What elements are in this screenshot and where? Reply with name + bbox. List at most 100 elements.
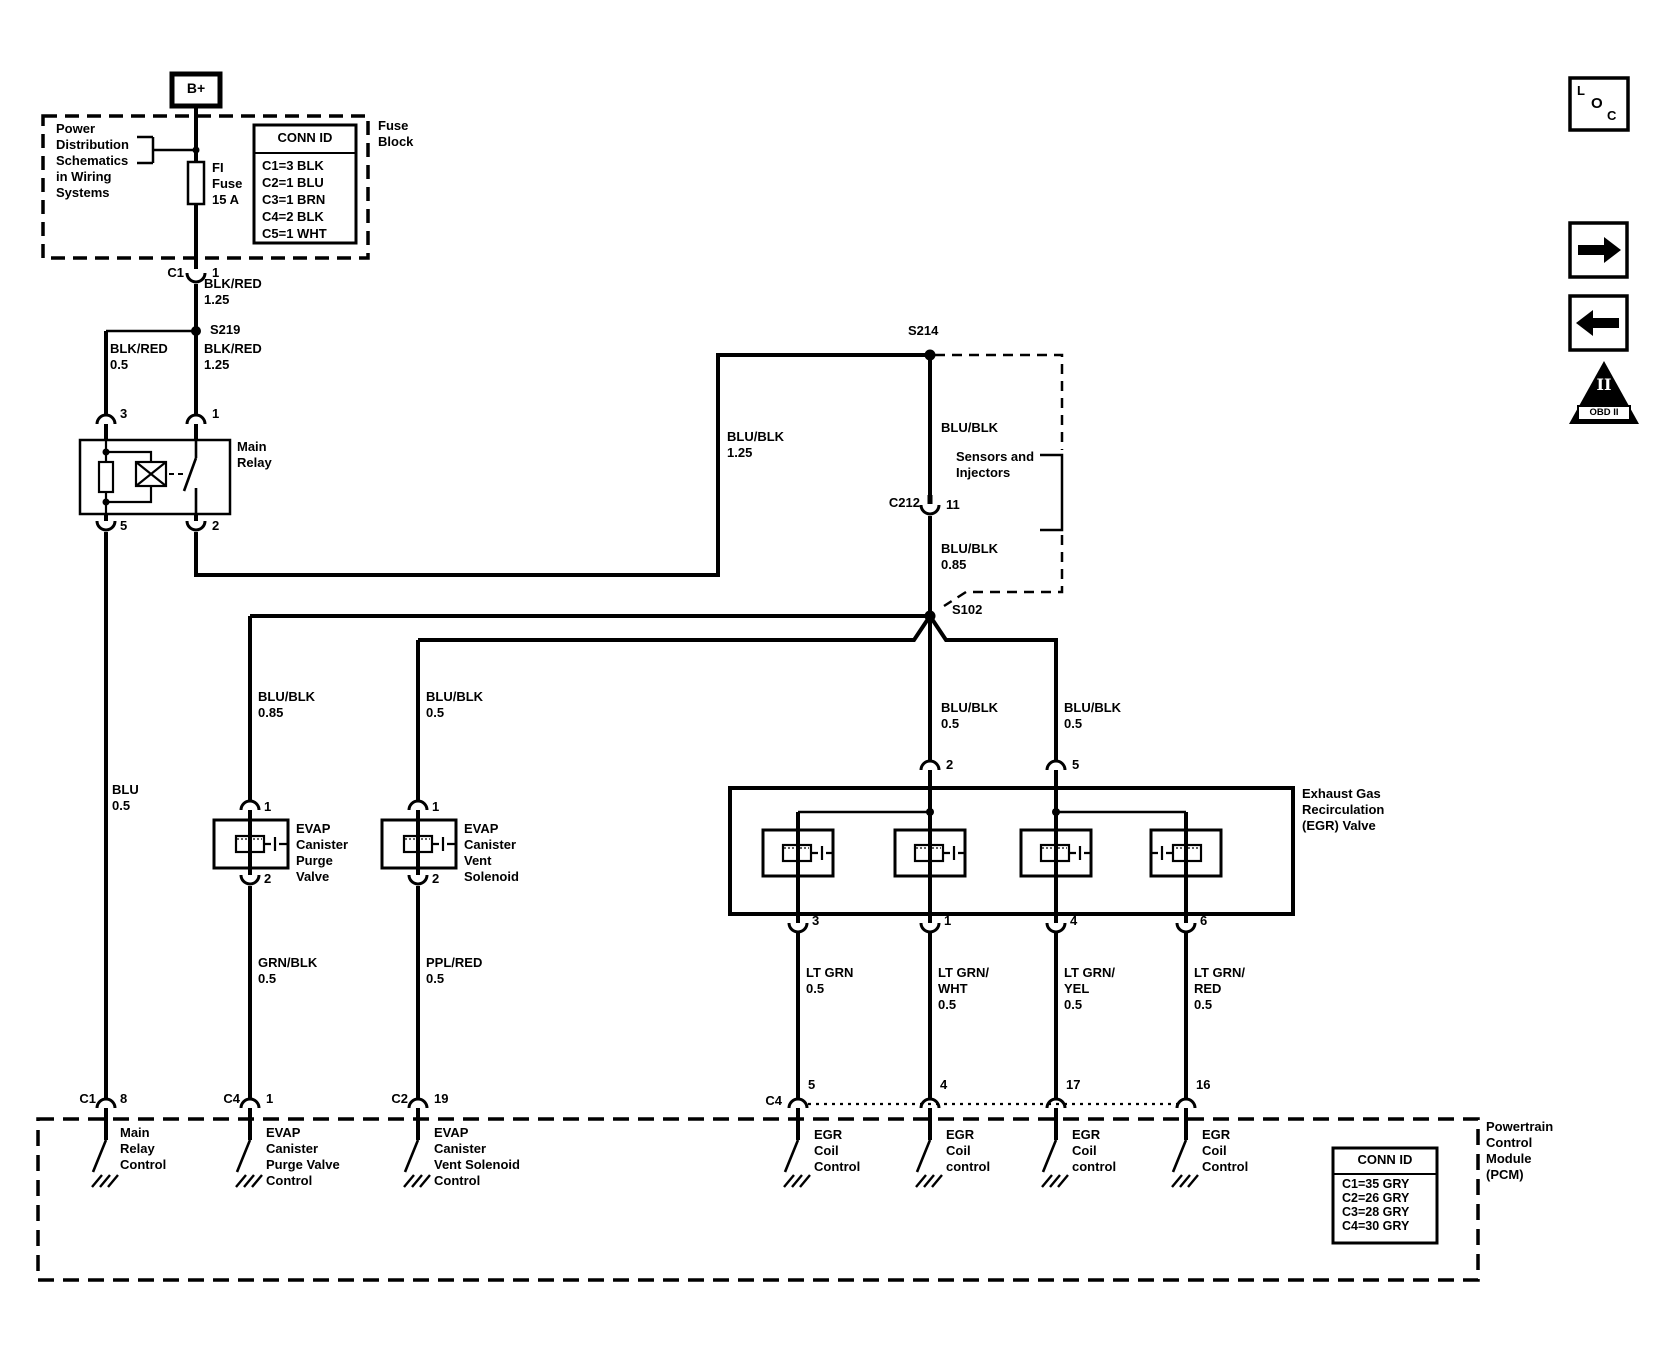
next-arrow-button[interactable] [1568,221,1629,279]
connector-c1-label: C1 [167,265,184,280]
pin-number-vent-1: 1 [432,799,440,814]
egr-coil-2 [913,843,965,863]
right-arrow-icon [1578,245,1604,255]
wire-label-pplred: PPL/RED 0.5 [426,955,483,986]
pin-number-c212-11: 11 [946,497,960,512]
main-relay-label: Main Relay [237,439,272,470]
wire-label-blu-05: BLU 0.5 [112,782,139,813]
conn-id-top-row: C1=3 BLK [262,158,324,173]
power-dist-bracket [137,135,196,165]
pcm-drivers [91,1139,1199,1188]
component-boxes [78,71,1439,1245]
pcm-ctl-egr-2: EGR Coil control [946,1127,991,1174]
conn-id-top-row: C2=1 BLU [262,175,324,190]
s214-dot [924,349,936,361]
wire-label-ltgrn-red: LT GRN/ RED 0.5 [1194,965,1246,1012]
conn-id-top-row: C4=2 BLK [262,209,324,224]
ground-symbols [91,1174,1199,1188]
wire-label-purge-blublk: BLU/BLK 0.85 [258,689,316,720]
pcm-ctl-egr-1: EGR Coil Control [814,1127,861,1174]
wires [104,106,1188,1140]
wire-label-egr2-blublk: BLU/BLK 0.5 [941,700,999,731]
splice-s214-label: S214 [908,323,939,338]
wire-label-blublk-125: BLU/BLK 1.25 [727,429,785,460]
pin-egr-top-5 [1045,759,1067,771]
pcm-ctl-egr-4: EGR Coil Control [1202,1127,1249,1174]
pin-relay-2 [185,520,207,532]
wire-label-ltgrn-wht: LT GRN/ WHT 0.5 [938,965,990,1012]
pin-egr-top-2 [919,759,941,771]
pin-pcm-c4-1 [239,1097,261,1109]
relay-internals [97,440,198,514]
egr-junction-right [1052,808,1060,816]
sensors-bracket [1040,453,1064,532]
conn-id-top-title: CONN ID [277,130,333,145]
pin-egr-bot-6 [1175,922,1197,934]
pin-number-egr-top-2: 2 [946,757,954,772]
egr-coil-4 [1151,843,1203,863]
relay-coil [134,460,168,488]
wire-label-blkred-125-top: BLK/RED 1.25 [204,276,262,307]
pin-number-vent-2: 2 [432,871,440,886]
egr-junction-left [926,808,934,816]
pcm-label: Powertrain Control Module (PCM) [1486,1119,1554,1182]
pin-pcm-c4-5 [787,1097,809,1109]
relay-switch [182,440,198,514]
pcm-pin-5: 5 [808,1077,816,1092]
dashed-boxes [36,114,1480,1282]
main-relay-box [78,438,232,516]
relay-pin-stubs [104,424,198,521]
pin-number-purge-1: 1 [264,799,272,814]
battery-box [169,71,223,109]
pcm-ctl-egr-3: EGR Coil control [1072,1127,1117,1174]
power-dist-label: Power Distribution Schematics in Wiring … [56,121,129,200]
wire-label-blkred-05: BLK/RED 0.5 [110,341,168,372]
pcm-connector-c1: C1 [79,1091,96,1106]
wire-s102-to-egr5 [928,614,1058,760]
wire-label-blublk-085: BLU/BLK 0.85 [941,541,999,572]
fuse-label: FI Fuse 15 A [212,160,243,207]
obd2-label: OBD II [1577,405,1631,421]
wire-label-blublk: BLU/BLK [941,420,999,435]
conn-id-bottom-row: C3=28 GRY [1342,1205,1410,1219]
pin-number-egr-bot-3: 3 [812,913,820,928]
egr-valve-box [728,786,1295,916]
pin-number-c1-1: 1 [212,265,220,280]
s219-dot [191,326,201,336]
relay-coil-x [135,461,167,487]
pcm-ctl-main-relay: Main Relay Control [120,1125,167,1172]
conn-id-top-box [252,123,358,245]
pcm-ctl-vent: EVAP Canister Vent Solenoid Control [434,1125,520,1188]
pcm-connector-c2: C2 [391,1091,408,1106]
pin-egr-bot-4 [1045,922,1067,934]
evap-purge-label: EVAP Canister Purge Valve [296,821,349,884]
conn-id-bottom-title: CONN ID [1357,1152,1413,1167]
fuse-symbol [186,160,206,206]
sensors-dashed [935,353,1064,608]
evap-vent-label: EVAP Canister Vent Solenoid [464,821,519,884]
vent-solenoid [402,834,456,854]
conn-id-top-row: C5=1 WHT [262,226,327,241]
loc-button-box[interactable] [1568,76,1630,132]
prev-arrow-button[interactable] [1568,294,1629,352]
driver-blades [91,1139,1188,1173]
egr-coil-1 [781,843,833,863]
pcm-pin-4: 4 [940,1077,948,1092]
pin-number-relay-2: 2 [212,518,220,533]
nav-icons [1568,76,1639,424]
thin-wires [106,135,1186,814]
pin-number-relay-1: 1 [212,406,220,421]
connector-c212-label: C212 [888,495,920,510]
obd2-numeral: II [1596,375,1612,394]
conn-id-top-row: C3=1 BRN [262,192,326,207]
wire-label-egr5-blublk: BLU/BLK 0.5 [1064,700,1122,731]
wire-s102-to-vent-h [418,614,932,642]
pin-number-purge-2: 2 [264,871,272,886]
fuse-block-label: Fuse Block [378,118,414,149]
pin-vent-1 [407,799,429,811]
tap-dot [192,146,200,154]
pin-egr-bot-3 [787,922,809,934]
battery-label: B+ [186,80,206,96]
pcm-connector-c4a: C4 [223,1091,240,1106]
